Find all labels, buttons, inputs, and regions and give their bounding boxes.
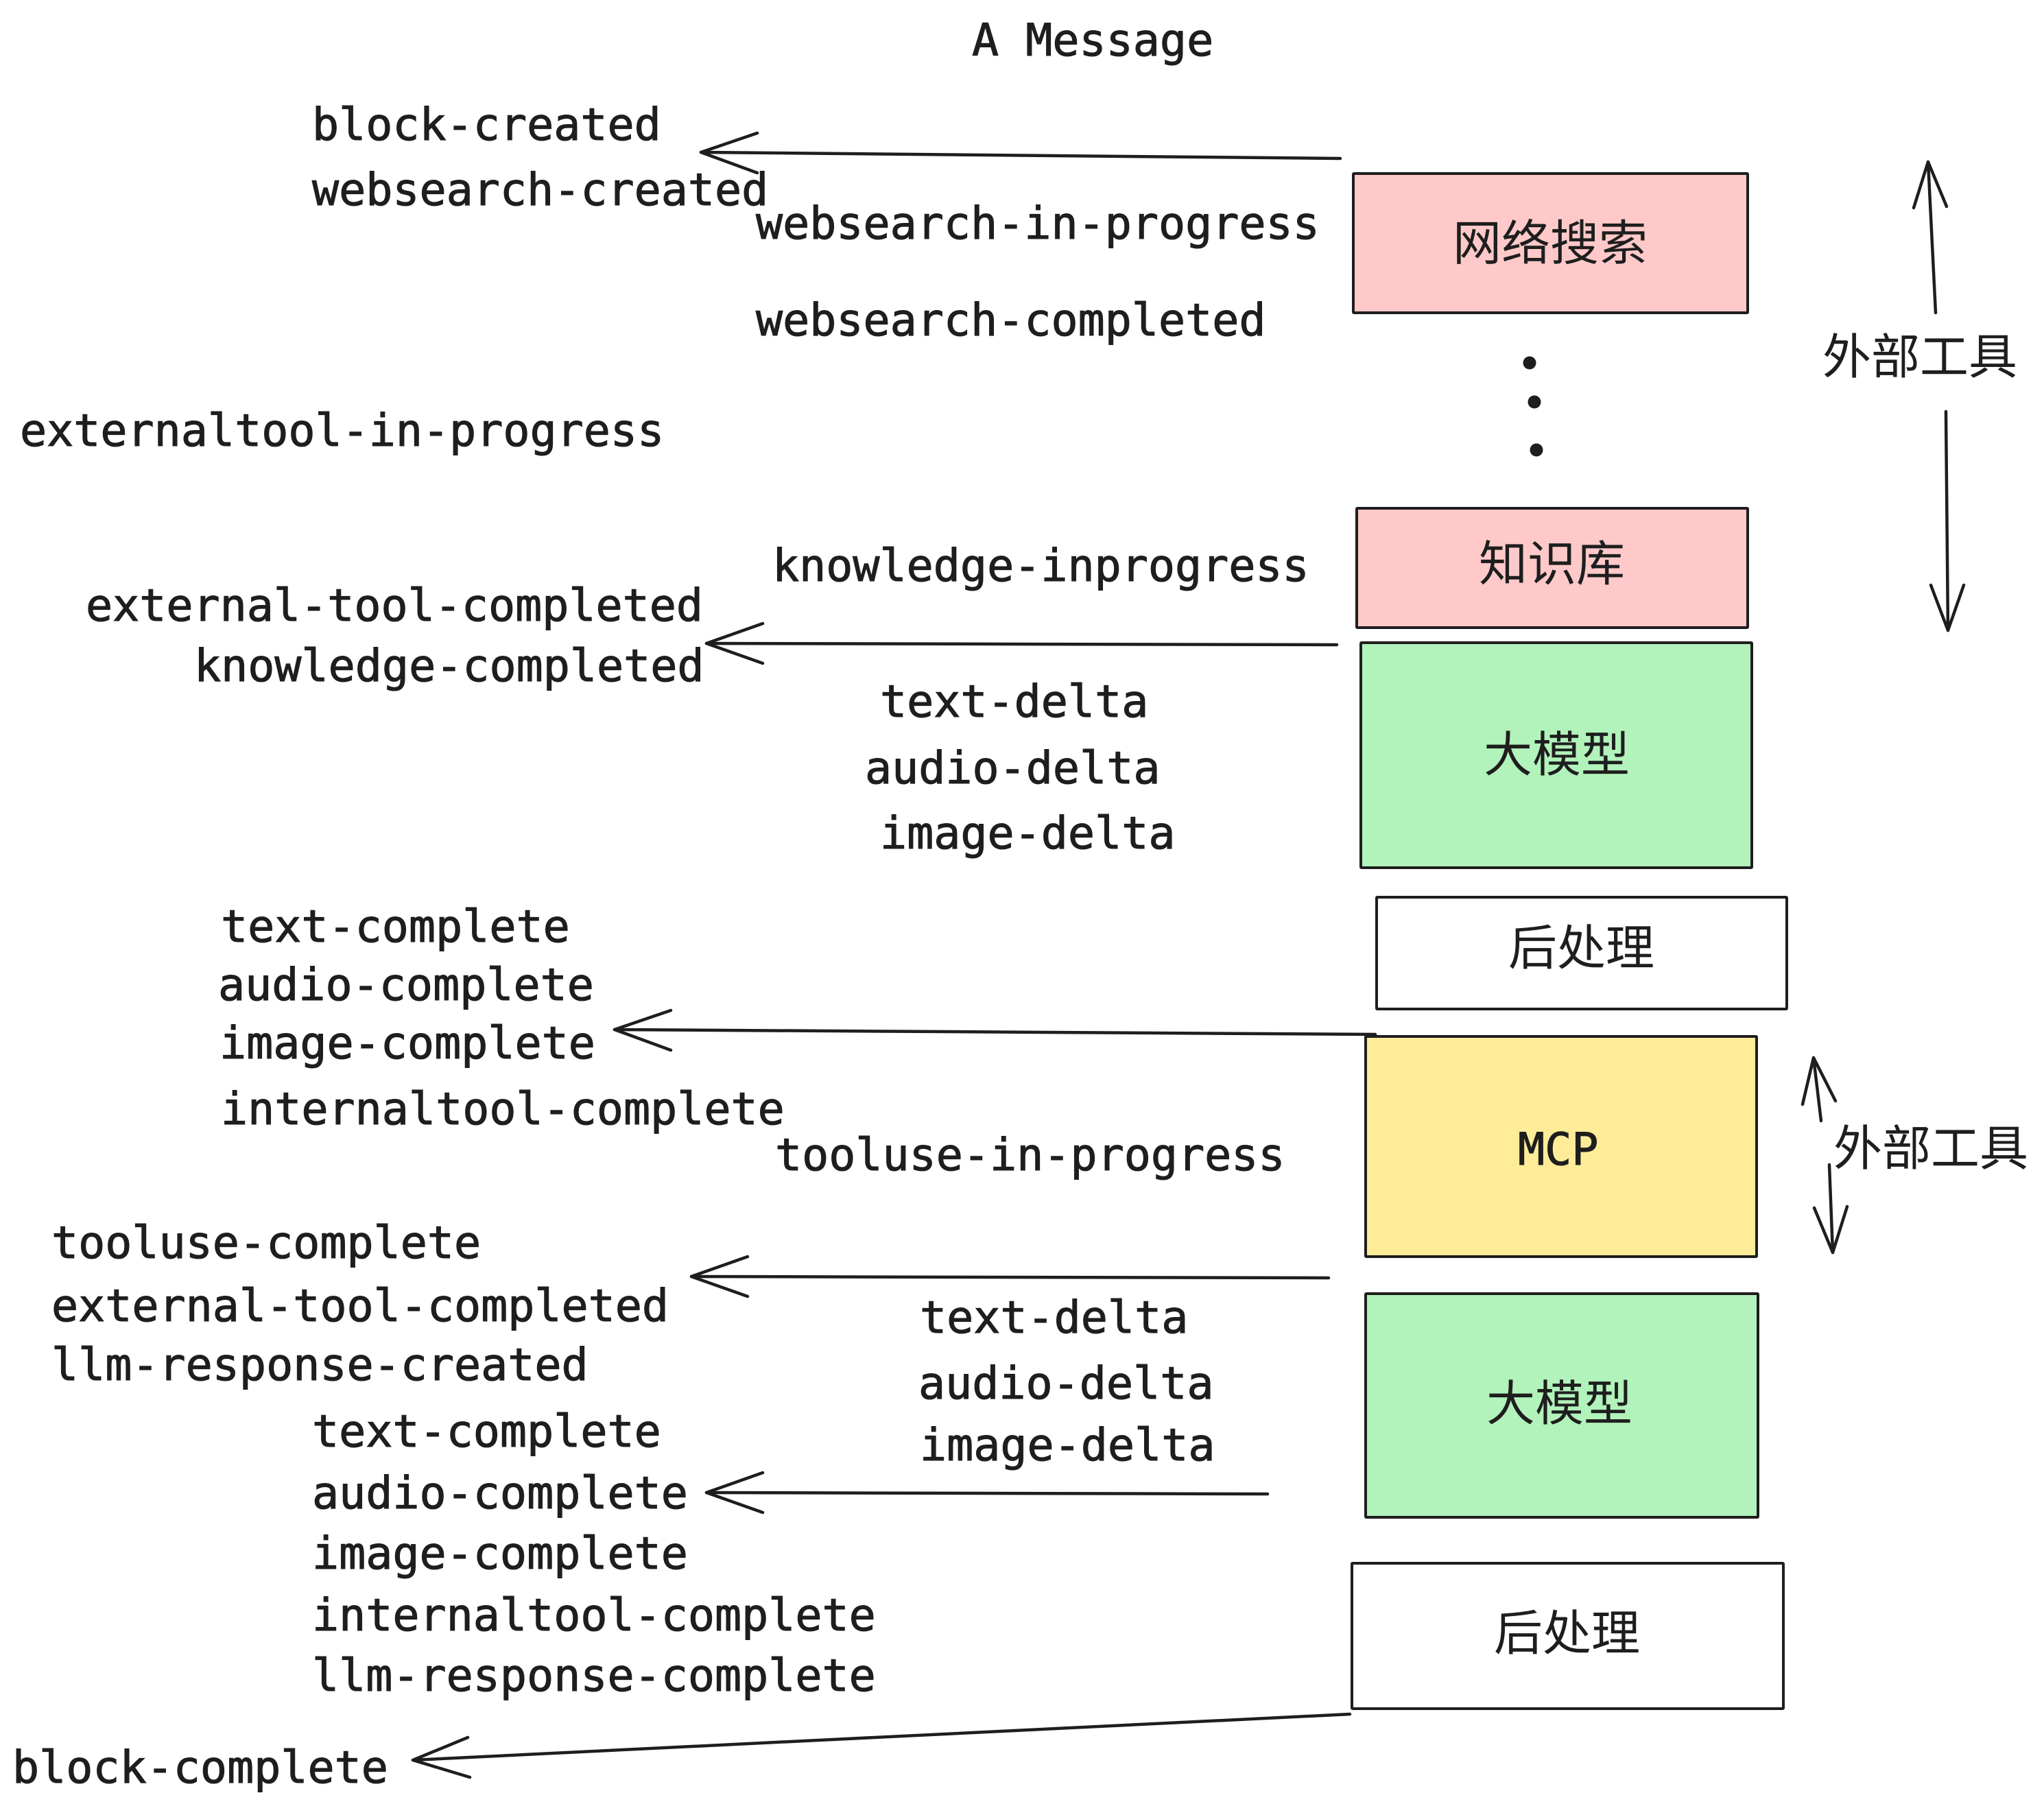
event-knowledge-completed: knowledge-completed [193,641,704,692]
box-mcp [1364,1035,1758,1258]
event-knowledge-inprogress-2: knowledge-inprogress [772,541,1309,592]
box-label-postprocess-1 [1509,924,1653,969]
event-text-complete: text-complete [220,901,570,953]
box-label-websearch [1457,218,1645,265]
box-label-llm-2 [1488,1379,1630,1425]
arrow-llm2-to-tooluse-complete [689,1255,1331,1298]
ellipsis-dots-icon [1523,356,1543,457]
box-knowledge-base [1355,507,1749,629]
arrow-external-tools-1-up [1912,160,1949,315]
event-block-complete: block-complete [12,1742,388,1794]
label-external-tools-1 [1824,333,2016,378]
arrow-external-tools-2-up [1801,1056,1838,1123]
arrow-mcp-to-image-complete [613,1008,1377,1052]
event-audio-complete: audio-complete [311,1468,688,1519]
event-image-complete: image-complete [219,1018,595,1069]
arrow-post2-to-block-complete [411,1712,1352,1779]
event-external-tool-completed: external-tool-completed [85,580,704,632]
event-audio-delta-4: audio-delta [864,743,1161,794]
arrow-websearch-to-block-created [699,131,1342,175]
event-external-tool-completed: external-tool-completed [51,1281,669,1332]
arrow-llm2-to-audio-complete [704,1471,1270,1515]
label-external-tools-2 [1835,1124,2027,1170]
event-internaltool-complete: internaltool-complete [311,1590,876,1641]
arrow-external-tools-1-down [1929,410,1966,632]
box-websearch [1352,172,1749,314]
event-websearch-in-progress-0: websearch-in-progress [755,198,1320,250]
event-websearch-completed-1: websearch-completed [755,295,1266,346]
event-image-delta-9: image-delta [919,1420,1215,1471]
event-image-delta-5: image-delta [879,808,1176,859]
diagram-title: A Message [971,15,1214,67]
box-label-knowledge-base [1479,540,1623,585]
event-text-delta-3: text-delta [879,676,1149,728]
arrow-llm1-to-knowledge-completed [704,621,1339,665]
event-audio-complete: audio-complete [217,960,594,1011]
box-label-llm-1 [1485,731,1628,776]
event-llm-response-complete: llm-response-complete [311,1650,876,1702]
event-tooluse-in-progress-6: tooluse-in-progress [774,1130,1285,1181]
box-postprocess-1 [1375,896,1788,1010]
event-tooluse-complete: tooluse-complete [51,1218,482,1269]
event-internaltool-complete: internaltool-complete [220,1084,785,1135]
event-text-delta-7: text-delta [919,1292,1189,1344]
event-block-created: block-created [311,99,661,151]
event-image-complete: image-complete [311,1528,688,1580]
event-llm-response-created: llm-response-created [51,1340,589,1391]
event-externaltool-in-progress: externaltool-in-progress [19,405,665,457]
event-websearch-created: websearch-created [311,165,769,216]
box-label-postprocess-2 [1495,1609,1639,1654]
arrow-external-tools-2-down [1812,1163,1849,1255]
box-postprocess-2 [1351,1562,1785,1710]
event-audio-delta-8: audio-delta [918,1358,1214,1410]
box-label-mcp: MCP [1517,1124,1599,1176]
event-text-complete: text-complete [311,1406,661,1458]
